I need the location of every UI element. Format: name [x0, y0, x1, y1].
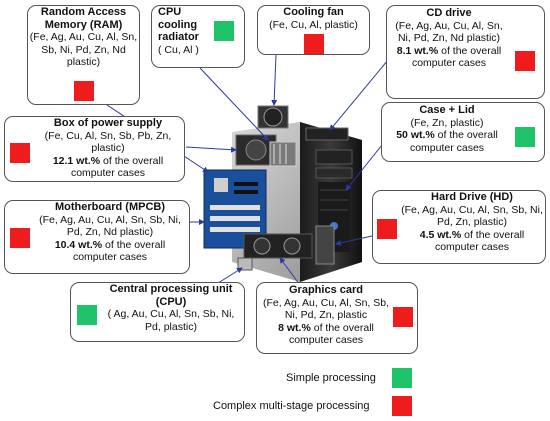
motherboard-box: Motherboard (MPCB) (Fe, Ag, Au, Cu, Al, …	[4, 200, 190, 274]
cd-drive-share-text: of the overall computer cases	[411, 44, 502, 70]
hard-drive-box: Hard Drive (HD) (Fe, Ag, Au, Cu, Al, Sn,…	[372, 190, 546, 264]
ram-box: Random Access Memory (RAM) (Fe, Ag, Au, …	[27, 5, 140, 105]
legend-complex-label: Complex multi-stage processing	[213, 400, 370, 412]
power-supply-title: Box of power supply	[53, 117, 163, 129]
ram-materials: (Fe, Ag, Au, Cu, Al, Sn, Sb, Ni, Pd, Zn,…	[29, 31, 138, 68]
hard-drive-share: 4.5 wt.%	[419, 228, 462, 241]
cpu-radiator-box: CPU cooling radiator ( Cu, Al )	[151, 5, 245, 68]
hard-drive-processing-marker	[377, 219, 397, 239]
graphics-card-share-text: of the overall computer cases	[288, 321, 374, 347]
cd-drive-box: CD drive (Fe, Ag, Au, Cu, Al, Sn, Ni, Pd…	[386, 5, 545, 99]
motherboard-share: 10.4 wt.%	[54, 238, 103, 251]
motherboard-processing-marker	[10, 228, 30, 248]
cpu-radiator-title: CPU cooling radiator	[158, 6, 199, 43]
cpu-materials: ( Ag, Au, Cu, Al, Sn, Sb, Ni, Pd, plasti…	[107, 308, 235, 333]
legend-simple-label: Simple processing	[286, 372, 376, 384]
hard-drive-share-text: of the overall computer cases	[434, 228, 525, 254]
motherboard-title: Motherboard (MPCB)	[55, 201, 165, 213]
cooling-fan-box: Cooling fan (Fe, Cu, Al, plastic)	[257, 5, 370, 55]
cpu-radiator-processing-marker	[214, 21, 234, 41]
graphics-card-processing-marker	[393, 307, 413, 327]
cd-drive-title: CD drive	[426, 7, 472, 19]
graphics-card-share: 8 wt.%	[278, 321, 311, 334]
graphics-card-title: Graphics card	[289, 284, 363, 296]
cd-drive-materials: (Fe, Ag, Au, Cu, Al, Sn, Ni, Pd, Zn, Nd …	[395, 19, 503, 45]
cooling-fan-materials: (Fe, Cu, Al, plastic)	[269, 18, 358, 31]
case-lid-share: 50 wt.%	[396, 129, 435, 141]
motherboard-materials: (Fe, Ag, Au, Cu, Al, Sn, Sb, Ni, Pd, Zn,…	[39, 213, 181, 239]
case-lid-box: Case + Lid (Fe, Zn, plastic) 50 wt.% of …	[381, 102, 545, 162]
power-supply-share: 12.1 wt.%	[52, 154, 101, 167]
legend-complex-marker	[392, 396, 412, 416]
cd-drive-share: 8.1 wt.%	[396, 44, 439, 57]
case-lid-title: Case + Lid	[419, 104, 475, 116]
cpu-radiator-materials: ( Cu, Al )	[158, 43, 199, 56]
cpu-processing-marker	[77, 305, 97, 325]
cd-drive-processing-marker	[515, 51, 535, 71]
hard-drive-materials: (Fe, Ag, Au, Cu, Al, Sn, Sb, Ni, Pd, Zn,…	[401, 203, 543, 229]
motherboard-share-text: of the overall computer cases	[72, 238, 166, 264]
power-supply-box: Box of power supply (Fe, Cu, Al, Sn, Sb,…	[4, 116, 185, 182]
graphics-card-materials: (Fe, Ag, Au, Cu, Al, Sn, Sb, Ni, Pd, Zn,…	[262, 296, 390, 322]
cpu-title: Central processing unit (CPU)	[109, 283, 233, 308]
case-lid-share-text: of the overall computer cases	[409, 129, 498, 154]
power-supply-share-text: of the overall computer cases	[70, 154, 164, 180]
cooling-fan-title: Cooling fan	[283, 6, 344, 18]
power-supply-materials: (Fe, Cu, Al, Sn, Sb, Pb, Zn, plastic)	[44, 129, 172, 155]
graphics-card-box: Graphics card (Fe, Ag, Au, Cu, Al, Sn, S…	[256, 282, 418, 354]
cooling-fan-processing-marker	[304, 34, 324, 54]
case-lid-processing-marker	[515, 127, 535, 147]
power-supply-processing-marker	[10, 143, 30, 163]
ram-processing-marker	[74, 81, 94, 101]
computer-case-illustration	[203, 105, 362, 282]
legend-simple-marker	[392, 368, 412, 388]
case-lid-materials: (Fe, Zn, plastic)	[410, 116, 484, 129]
ram-title: Random Access Memory (RAM)	[40, 6, 127, 31]
cpu-box: Central processing unit (CPU) ( Ag, Au, …	[70, 282, 245, 342]
hard-drive-title: Hard Drive (HD)	[431, 191, 513, 203]
